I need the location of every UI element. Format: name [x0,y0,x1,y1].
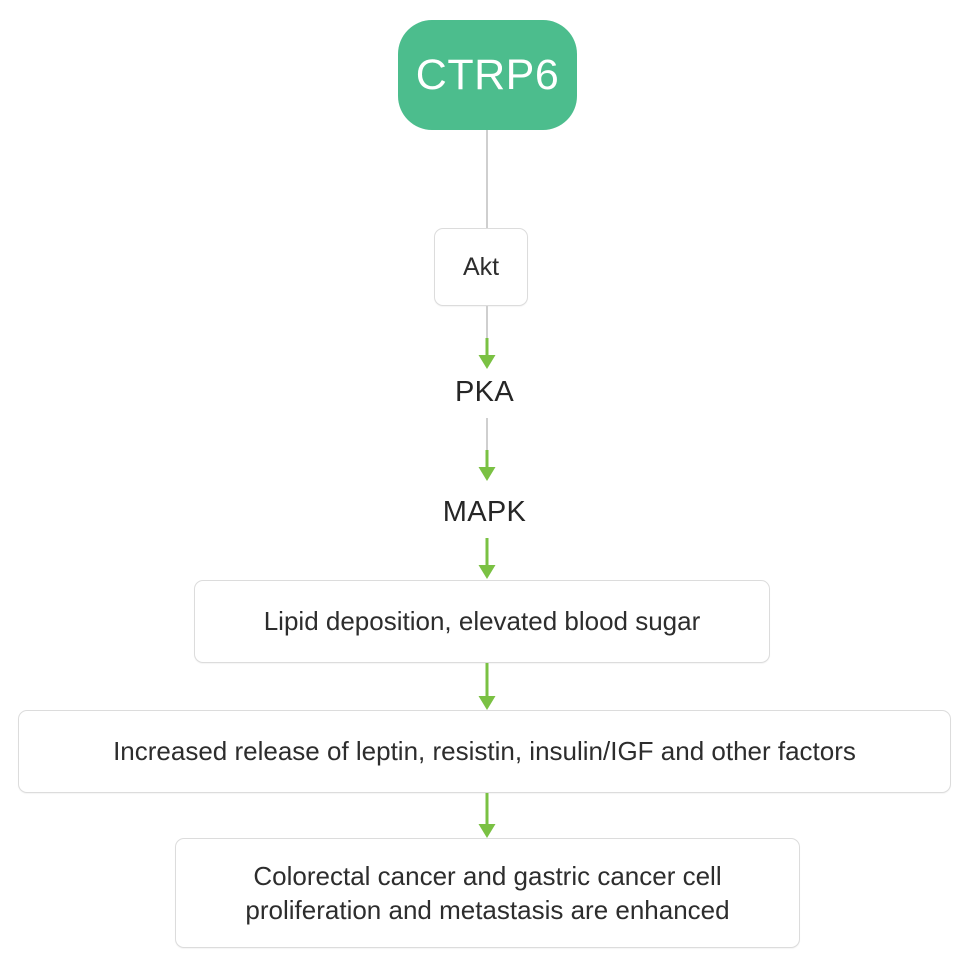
arrow-release-to-outcome [470,793,504,839]
connector-ctrp6-to-akt [486,130,488,230]
node-akt-label: Akt [462,252,500,281]
arrow-akt-to-pka [470,338,504,370]
node-ctrp6-label: CTRP6 [415,50,560,99]
node-lipid-deposition[interactable]: Lipid deposition, elevated blood sugar [194,580,770,663]
node-cancer-outcome-label-line2: proliferation and metastasis are enhance… [245,895,730,925]
node-mapk-label: MAPK [442,496,527,528]
arrow-pka-to-mapk [470,450,504,482]
node-pka-label: PKA [455,376,514,408]
node-ctrp6[interactable]: CTRP6 [398,20,577,130]
node-pka[interactable]: PKA [0,376,969,409]
connector-pka-to-mapk-line [486,418,488,458]
node-akt[interactable]: Akt [434,228,528,306]
node-cancer-outcome[interactable]: Colorectal cancer and gastric cancer cel… [175,838,800,948]
connector-akt-to-pka-line [486,306,488,348]
node-mapk[interactable]: MAPK [0,496,969,529]
node-increased-release-label: Increased release of leptin, resistin, i… [113,736,856,767]
arrow-mapk-to-lipid [470,538,504,580]
node-cancer-outcome-label-line1: Colorectal cancer and gastric cancer cel… [253,860,722,891]
arrow-lipid-to-release [470,663,504,711]
node-lipid-deposition-label: Lipid deposition, elevated blood sugar [263,606,701,637]
node-increased-release[interactable]: Increased release of leptin, resistin, i… [18,710,951,793]
